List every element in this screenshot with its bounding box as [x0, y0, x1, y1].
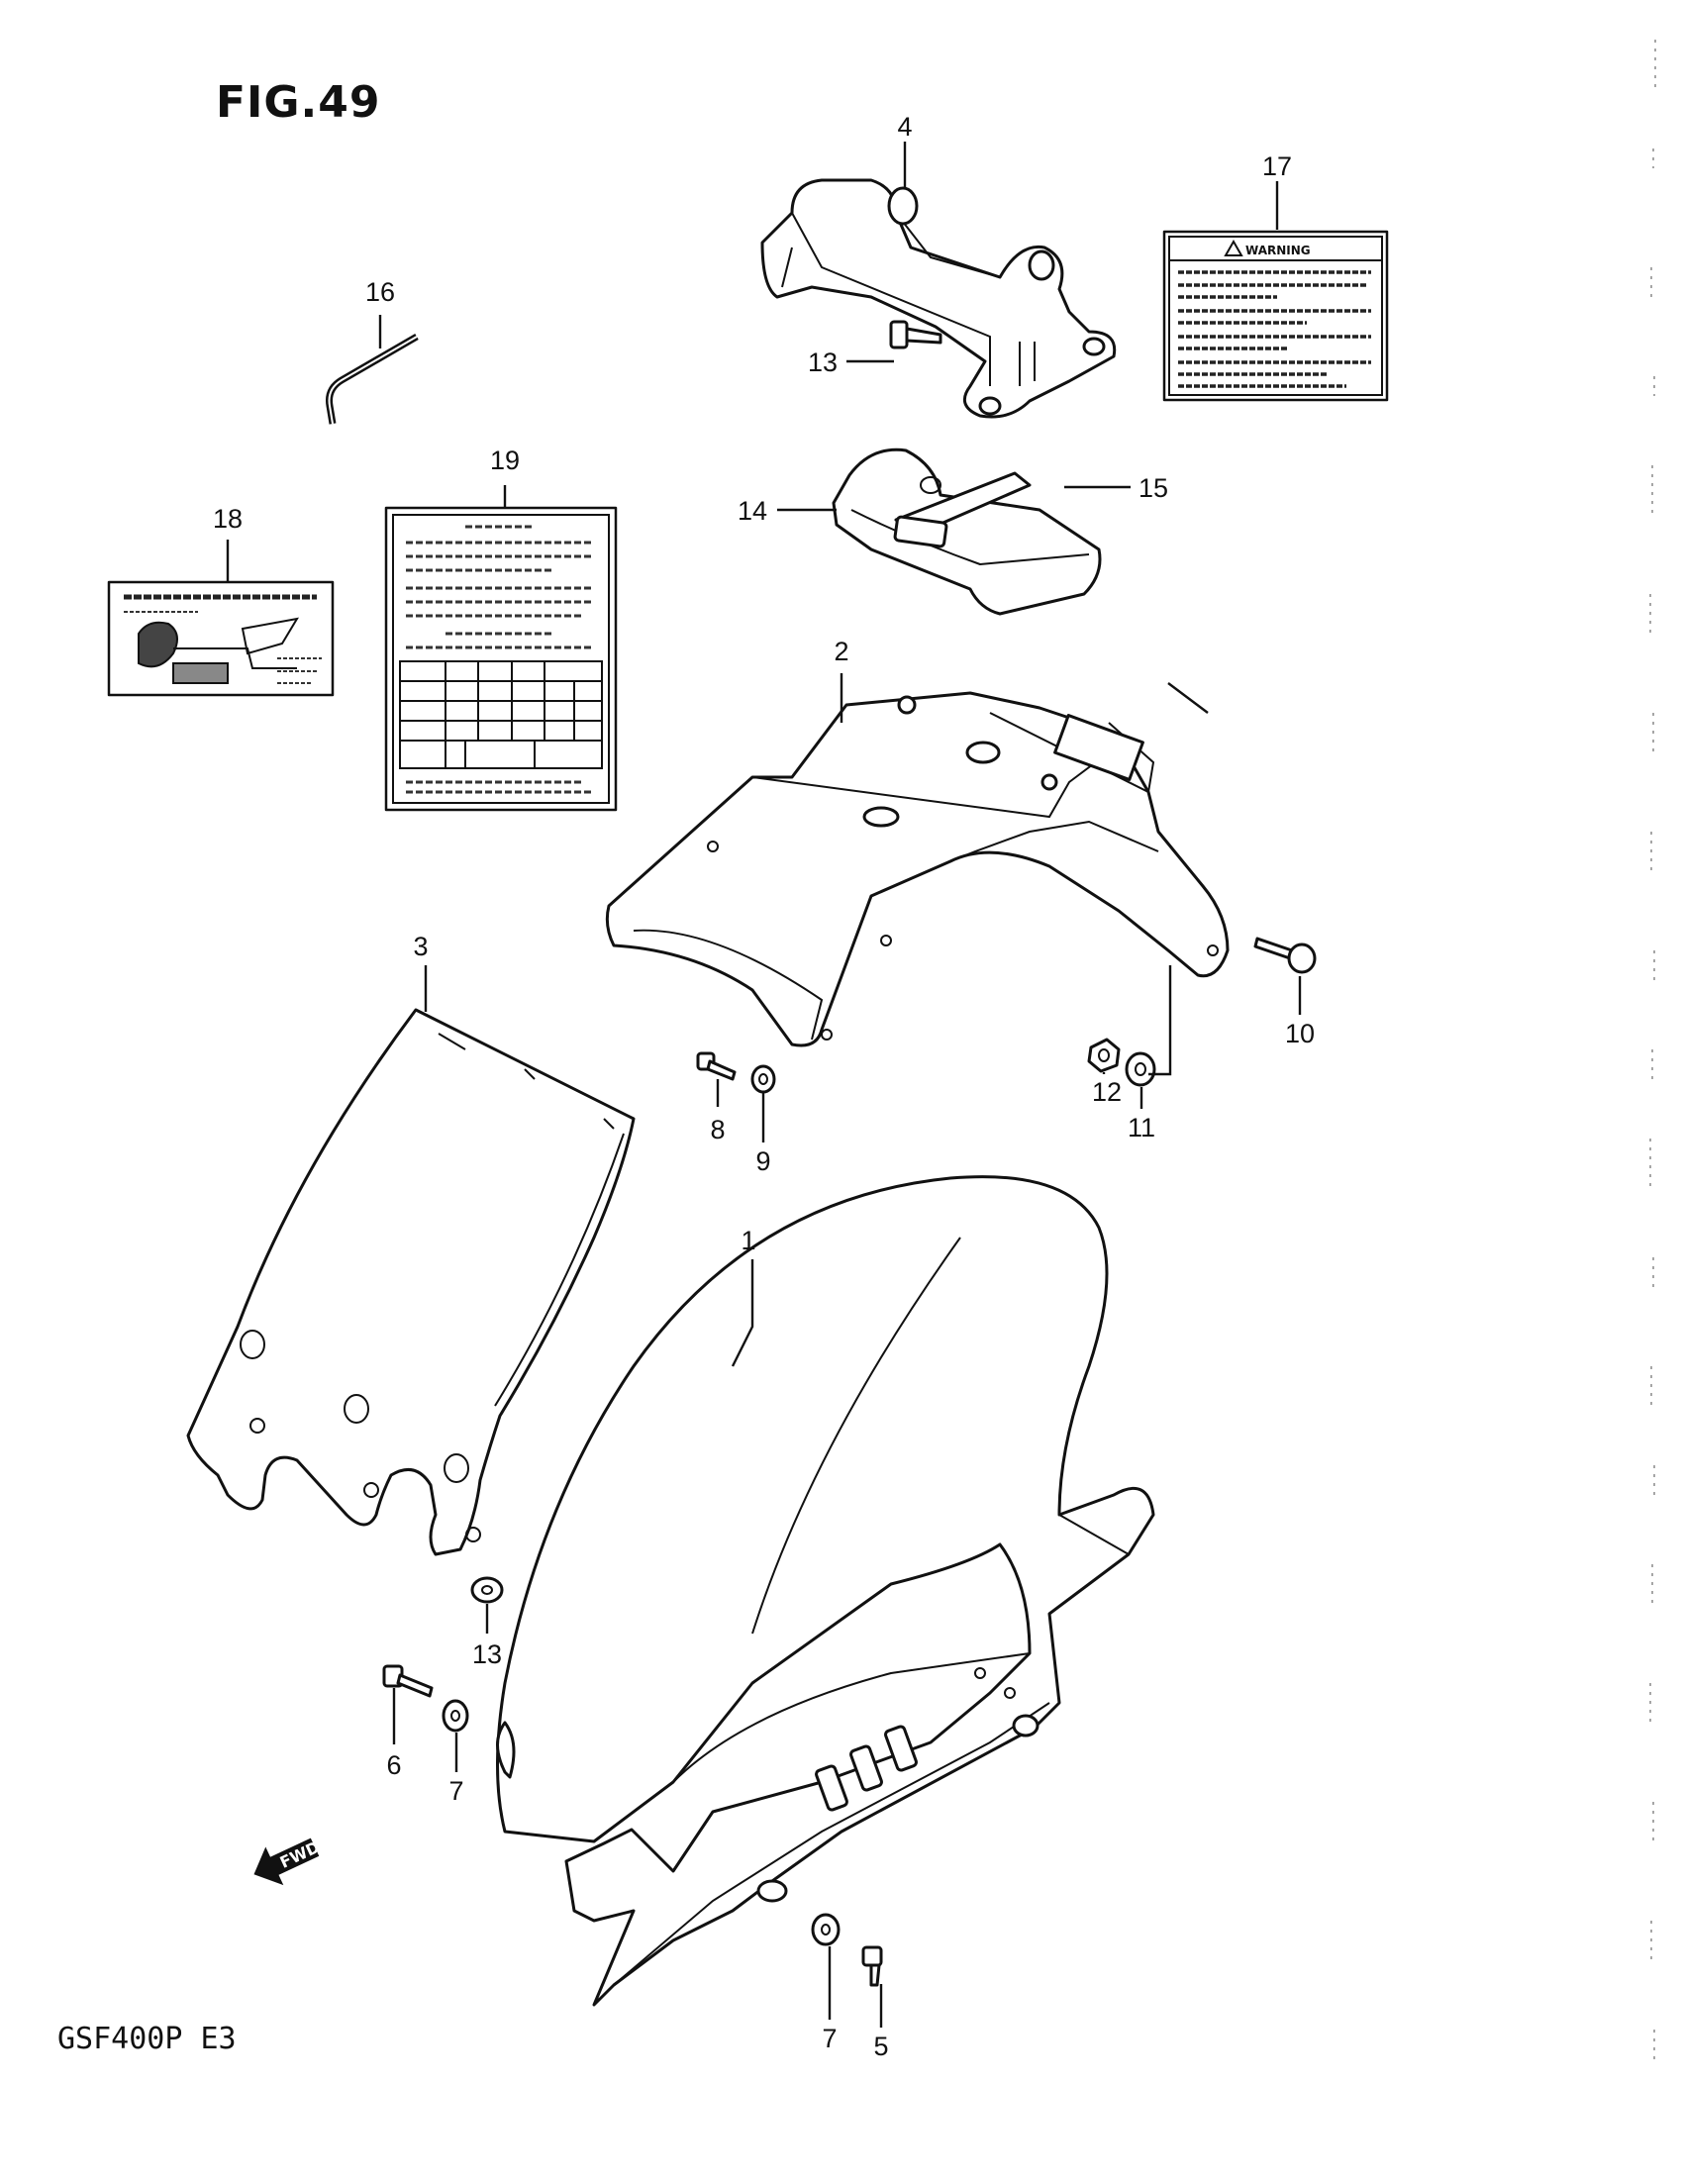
callout-9: 9 [755, 1146, 770, 1176]
callout-6: 6 [386, 1750, 401, 1780]
model-code: GSF400P E3 [57, 2022, 237, 2056]
callout-10: 10 [1285, 1019, 1315, 1048]
warning-label-heading: WARNING [1245, 244, 1311, 257]
part-14-bolt [889, 320, 942, 349]
figure-title: FIG.49 [216, 77, 381, 128]
callout-16: 15 [1138, 473, 1168, 503]
part-7-washer-lower [811, 1913, 841, 1946]
part-2-rear-fender [605, 691, 1230, 1047]
part-15-battery-holder [832, 447, 1102, 616]
part-5-bolt [861, 1945, 883, 1987]
forward-arrow-label: FWD [277, 1837, 323, 1872]
callout-15: 14 [738, 496, 767, 526]
callout-11: 11 [1128, 1113, 1155, 1142]
callout-14: 13 [808, 347, 838, 377]
forward-arrow-icon: FWD [253, 1837, 323, 1886]
callout-20: 19 [490, 446, 520, 475]
callout-5: 5 [873, 2032, 888, 2061]
part-4-bracket [760, 178, 1117, 419]
part-7-washer-upper [442, 1699, 469, 1733]
part-12-nut [1087, 1038, 1121, 1073]
part-6-bolt [382, 1664, 434, 1698]
leader-lines [226, 142, 1302, 2028]
part-13-washer [470, 1576, 504, 1604]
part-11-washer [1125, 1051, 1156, 1087]
callout-12: 12 [1092, 1077, 1122, 1107]
part-1-rear-hugger [496, 1175, 1155, 2007]
part-18-warning-label: WARNING [1162, 230, 1389, 402]
callout-18: 17 [1262, 151, 1292, 181]
callout-19: 18 [213, 504, 243, 534]
callout-13: 13 [472, 1639, 502, 1669]
callout-4: 4 [897, 112, 912, 142]
callout-1: 1 [741, 1226, 755, 1255]
callout-8: 8 [710, 1115, 725, 1144]
part-8-bolt [696, 1051, 737, 1081]
callout-7-lower: 7 [822, 2024, 837, 2053]
part-9-washer [750, 1064, 776, 1094]
callout-17: 16 [365, 277, 395, 307]
part-16-battery-band [893, 471, 1032, 548]
callout-numbers: 4 17 16 13 19 18 14 15 2 3 1 8 9 10 12 1… [213, 112, 1315, 2061]
callout-3: 3 [413, 932, 428, 961]
callout-7-upper: 7 [448, 1776, 463, 1806]
part-19-routing-label [107, 580, 335, 697]
part-17-hex-wrench [326, 333, 419, 425]
warning-triangle-icon [1224, 239, 1243, 256]
scan-edge-marks [1649, 40, 1656, 2059]
part-10-bolt [1253, 937, 1317, 974]
part-3-mud-flap [186, 1008, 636, 1556]
part-20-specification-label [384, 506, 618, 812]
callout-2: 2 [834, 637, 848, 666]
